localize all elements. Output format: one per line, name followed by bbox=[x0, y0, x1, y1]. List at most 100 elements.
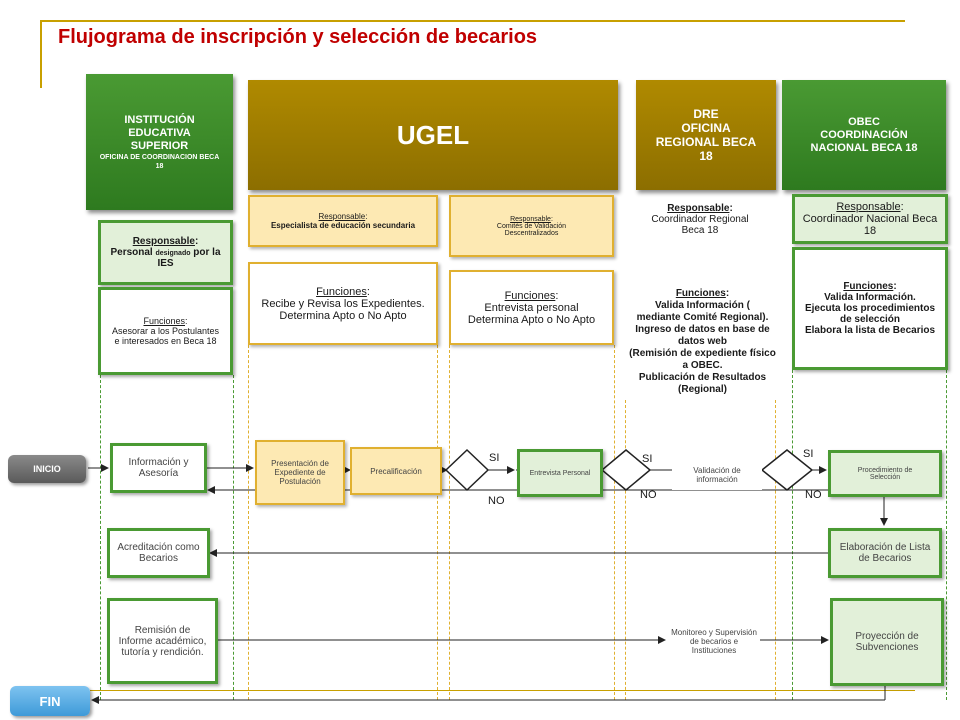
funciones-line: Publicación de Resultados (Regional) bbox=[638, 371, 767, 395]
responsable-ies: Responsable: Personal designado por la I… bbox=[98, 220, 233, 285]
lane-line bbox=[233, 375, 234, 700]
responsable-text: Coordinador Regional Beca 18 bbox=[651, 213, 749, 236]
header-ugel: UGEL bbox=[248, 80, 618, 190]
responsable-label: Responsable bbox=[836, 201, 901, 213]
header-dre-line: DRE bbox=[693, 107, 719, 121]
funciones-label: Funciones bbox=[675, 287, 726, 299]
header-ies-line: INSTITUCIÓN bbox=[124, 113, 195, 126]
responsable-label: Responsable bbox=[318, 212, 366, 221]
header-ies-sub: OFICINA DE COORDINACION BECA 18 bbox=[99, 153, 220, 170]
responsable-small: designado bbox=[155, 250, 191, 257]
node-label: Procedimiento de Selección bbox=[857, 466, 913, 481]
node-presentacion[interactable]: Presentación de Expediente de Postulació… bbox=[255, 440, 345, 505]
lane-line bbox=[792, 370, 793, 700]
funciones-line: mediante Comité Regional). bbox=[636, 311, 769, 323]
fin-label: FIN bbox=[39, 693, 61, 709]
lane-line bbox=[946, 370, 947, 700]
funciones-label: Funciones bbox=[143, 316, 185, 326]
responsable-text: Personal bbox=[110, 247, 156, 258]
header-dre: DRE OFICINA REGIONAL BECA 18 bbox=[636, 80, 776, 190]
lane-line bbox=[775, 400, 776, 700]
header-dre-line: REGIONAL BECA bbox=[655, 135, 757, 149]
funciones-dre: Funciones: Valida Información ( mediante… bbox=[625, 283, 780, 400]
bottom-rule bbox=[90, 690, 915, 691]
funciones-text: Asesorar a los Postulantes e interesados… bbox=[111, 326, 220, 346]
funciones-line: Determina Apto o No Apto bbox=[467, 313, 596, 326]
node-label: Validación de información bbox=[693, 466, 741, 484]
responsable-label: Responsable bbox=[510, 215, 551, 223]
responsable-ugel2: Responsable: Comités de Validación Desce… bbox=[449, 195, 614, 257]
lane-line bbox=[449, 345, 450, 700]
responsable-text: Coordinador Nacional Beca 18 bbox=[802, 213, 938, 237]
funciones-label: Funciones bbox=[504, 289, 556, 302]
si-label: SI bbox=[489, 452, 500, 464]
lane-line bbox=[248, 345, 249, 700]
node-informacion[interactable]: Información y Asesoría bbox=[110, 443, 207, 493]
left-rule bbox=[40, 20, 42, 88]
node-monitoreo[interactable]: Monitoreo y Supervisión de becarios e In… bbox=[668, 615, 760, 667]
node-elaboracion[interactable]: Elaboración de Lista de Becarios bbox=[828, 528, 942, 578]
decision-diamond bbox=[760, 449, 814, 491]
node-label: Proyección de Subvenciones bbox=[855, 631, 919, 653]
responsable-text: por la IES bbox=[157, 247, 221, 269]
node-label: Elaboración de Lista de Becarios bbox=[839, 542, 931, 564]
funciones-label: Funciones bbox=[843, 281, 894, 292]
responsable-text: Especialista de educación secundaria bbox=[270, 221, 416, 230]
node-acreditacion[interactable]: Acreditación como Becarios bbox=[107, 528, 210, 578]
node-label: Precalificación bbox=[370, 466, 422, 476]
funciones-line: Recibe y Revisa los Expedientes. bbox=[261, 297, 425, 310]
funciones-line: Valida Información ( bbox=[654, 299, 751, 311]
fin-button[interactable]: FIN bbox=[10, 686, 90, 716]
no-label: NO bbox=[640, 489, 657, 501]
responsable-text: Comités de Validación Descentralizados bbox=[496, 222, 567, 237]
header-dre-line: 18 bbox=[699, 149, 713, 163]
decision-diamond bbox=[444, 448, 490, 492]
funciones-label: Funciones bbox=[316, 285, 367, 298]
header-obec-line: NACIONAL BECA 18 bbox=[810, 141, 918, 154]
node-label: Entrevista Personal bbox=[529, 469, 591, 477]
node-label: Monitoreo y Supervisión de becarios e In… bbox=[671, 627, 757, 655]
responsable-dre: Responsable: Coordinador Regional Beca 1… bbox=[640, 198, 760, 240]
node-precalificacion[interactable]: Precalificación bbox=[350, 447, 442, 495]
header-obec: OBEC COORDINACIÓN NACIONAL BECA 18 bbox=[782, 80, 946, 190]
page-title: Flujograma de inscripción y selección de… bbox=[58, 26, 538, 48]
lane-line bbox=[100, 375, 101, 700]
header-ies: INSTITUCIÓN EDUCATIVA SUPERIOR OFICINA D… bbox=[86, 74, 233, 210]
funciones-line: Valida Información. bbox=[824, 292, 916, 303]
funciones-line: (Remisión de expediente físico a OBEC. bbox=[629, 347, 776, 371]
header-ies-line: SUPERIOR bbox=[130, 139, 189, 152]
decision-diamonds bbox=[444, 448, 814, 492]
funciones-ies: Funciones: Asesorar a los Postulantes e … bbox=[98, 287, 233, 375]
node-remision[interactable]: Remisión de Informe académico, tutoría y… bbox=[107, 598, 218, 684]
responsable-ugel1: Responsable: Especialista de educación s… bbox=[248, 195, 438, 247]
node-procedimiento[interactable]: Procedimiento de Selección bbox=[828, 450, 942, 497]
node-label: Remisión de Informe académico, tutoría y… bbox=[118, 624, 207, 658]
funciones-line: Determina Apto o No Apto bbox=[279, 309, 407, 322]
inicio-label: INICIO bbox=[33, 464, 61, 474]
header-dre-line: OFICINA bbox=[681, 121, 731, 135]
decision-diamond bbox=[600, 449, 652, 491]
node-label: Acreditación como Becarios bbox=[117, 542, 200, 564]
node-proyeccion[interactable]: Proyección de Subvenciones bbox=[830, 598, 944, 686]
no-label: NO bbox=[488, 495, 505, 507]
node-label: Información y Asesoría bbox=[128, 457, 189, 479]
node-label: Presentación de Expediente de Postulació… bbox=[271, 459, 329, 486]
lane-line bbox=[625, 400, 626, 700]
lane-line bbox=[437, 345, 438, 700]
responsable-label: Responsable bbox=[132, 236, 195, 247]
inicio-button[interactable]: INICIO bbox=[8, 455, 86, 483]
node-entrevista[interactable]: Entrevista Personal bbox=[517, 449, 603, 497]
funciones-ugel2: Funciones: Entrevista personal Determina… bbox=[449, 270, 614, 345]
node-validacion[interactable]: Validación de información bbox=[672, 460, 762, 490]
no-label: NO bbox=[805, 489, 822, 501]
header-obec-line: COORDINACIÓN bbox=[820, 128, 908, 141]
top-rule bbox=[40, 20, 905, 22]
funciones-line: Elabora la lista de Becarios bbox=[804, 325, 936, 336]
funciones-line: Ingreso de datos en base de datos web bbox=[635, 323, 770, 347]
header-ies-line: EDUCATIVA bbox=[128, 126, 191, 139]
responsable-obec: Responsable: Coordinador Nacional Beca 1… bbox=[792, 194, 948, 244]
lane-line bbox=[614, 345, 615, 700]
header-obec-line: OBEC bbox=[848, 115, 880, 128]
funciones-obec: Funciones: Valida Información. Ejecuta l… bbox=[792, 247, 948, 370]
funciones-line: Ejecuta los procedimientos de selección bbox=[804, 303, 936, 325]
